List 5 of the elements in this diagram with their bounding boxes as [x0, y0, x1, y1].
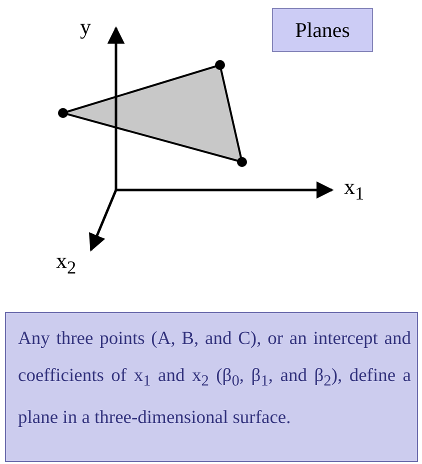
title-box: Planes	[272, 8, 373, 52]
axis-label: x$_{2}$	[56, 250, 76, 277]
axis-label: y	[80, 16, 91, 38]
axis-label: x$_{1}$	[344, 176, 364, 203]
caption: Any three points (A, B, and C), or an intercept and coefficients of x$_{1}$ and x$_{2}$ (β$_{0}$, β$_{1}$, and β$_{2}$), define a plane in a three-dimensional surface.	[5, 312, 418, 462]
